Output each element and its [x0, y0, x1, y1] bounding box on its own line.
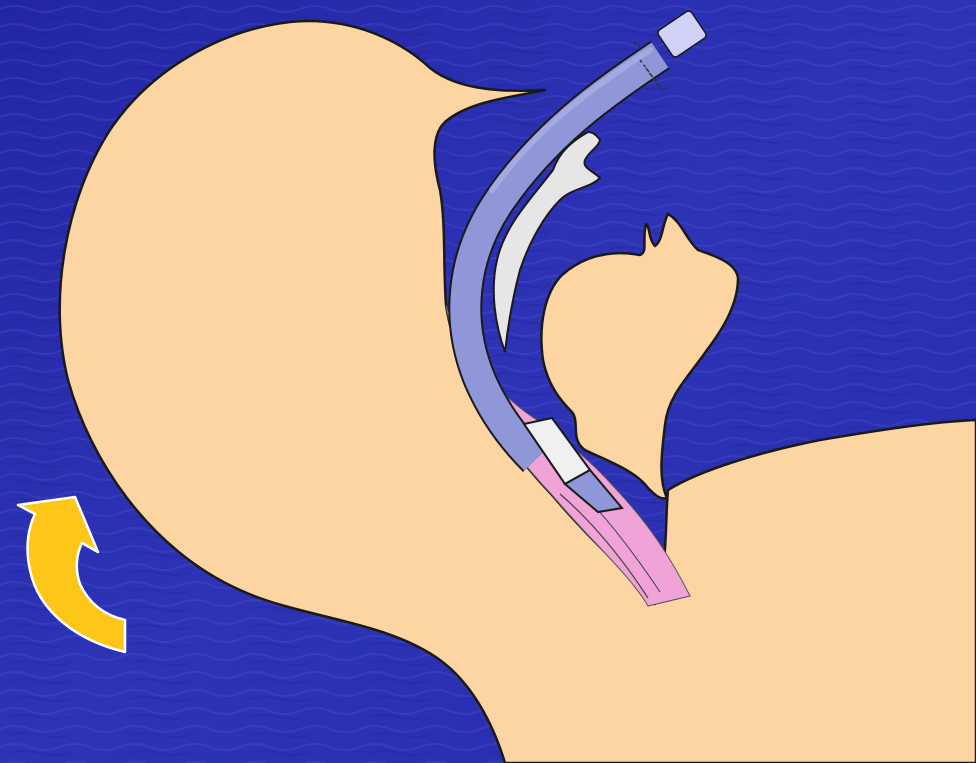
- intubation-diagram: [0, 0, 976, 763]
- slide-canvas: [0, 0, 976, 763]
